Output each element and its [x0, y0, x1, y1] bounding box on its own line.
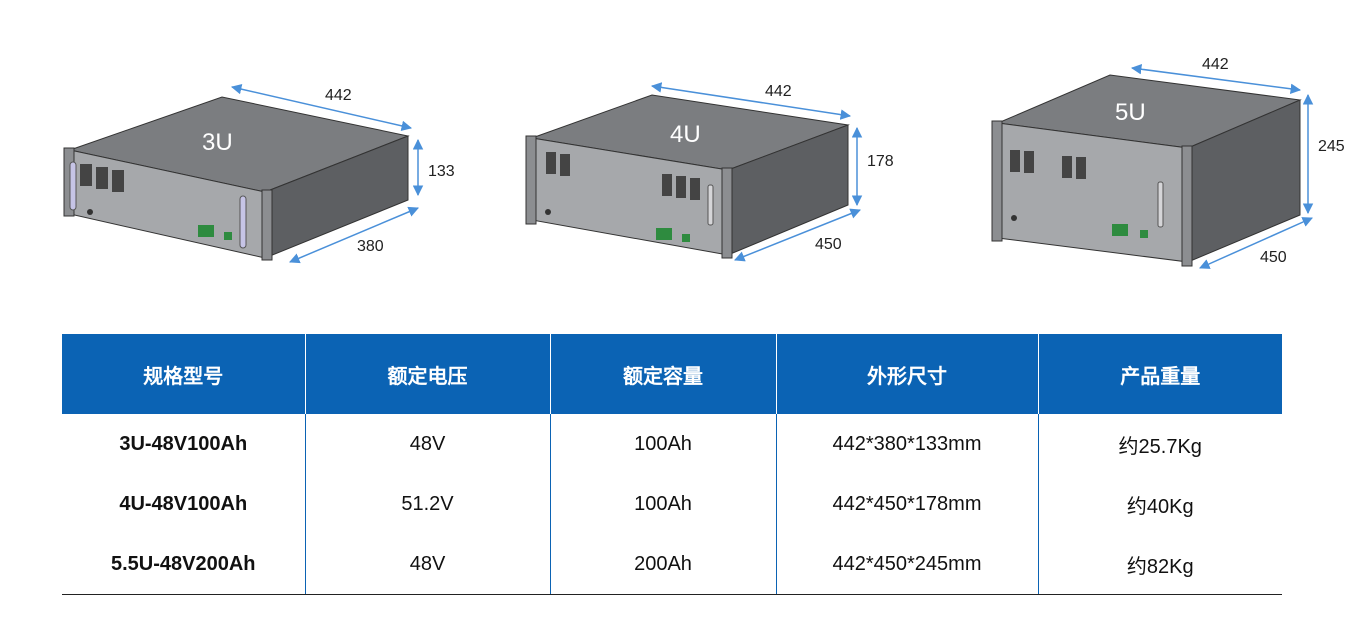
- dimension-height: 245: [1318, 138, 1345, 155]
- table-row: 4U-48V100Ah 51.2V 100Ah 442*450*178mm 约4…: [62, 474, 1282, 534]
- unit-label: 4U: [670, 121, 701, 148]
- battery-5u: 5U 442 245 450: [991, 56, 1345, 269]
- battery-4u: 4U 442 178 450: [525, 82, 894, 262]
- battery-illustration: 3U 442 133 380 4U 442 178 450: [63, 56, 1345, 269]
- cell-voltage: 48V: [304, 414, 550, 474]
- dimension-depth: 450: [1260, 249, 1287, 266]
- battery-3u: 3U 442 133 380: [63, 83, 455, 264]
- cell-dimensions: 442*450*245mm: [775, 534, 1038, 595]
- cell-weight: 约40Kg: [1037, 474, 1282, 534]
- header-voltage: 额定电压: [304, 334, 550, 414]
- dimension-height: 133: [428, 163, 455, 180]
- dimension-width: 442: [325, 87, 352, 104]
- spec-table: 规格型号 额定电压 额定容量 外形尺寸 产品重量 3U-48V100Ah 48V…: [62, 334, 1282, 595]
- dimension-width: 442: [765, 83, 792, 100]
- unit-label: 3U: [202, 129, 233, 156]
- cell-weight: 约25.7Kg: [1037, 414, 1282, 474]
- header-weight: 产品重量: [1037, 334, 1282, 414]
- cell-dimensions: 442*380*133mm: [775, 414, 1038, 474]
- cell-weight: 约82Kg: [1037, 534, 1282, 595]
- cell-voltage: 51.2V: [304, 474, 550, 534]
- table-row: 5.5U-48V200Ah 48V 200Ah 442*450*245mm 约8…: [62, 534, 1282, 595]
- cell-model: 4U-48V100Ah: [119, 492, 248, 515]
- table-header-row: 规格型号 额定电压 额定容量 外形尺寸 产品重量: [62, 334, 1282, 414]
- dimension-depth: 380: [357, 238, 384, 255]
- header-model: 规格型号: [62, 334, 305, 414]
- dimension-width: 442: [1202, 56, 1229, 73]
- unit-label: 5U: [1115, 99, 1146, 126]
- cell-capacity: 100Ah: [549, 474, 776, 534]
- header-capacity: 额定容量: [549, 334, 776, 414]
- cell-model: 3U-48V100Ah: [119, 432, 248, 455]
- cell-capacity: 100Ah: [549, 414, 776, 474]
- table-row: 3U-48V100Ah 48V 100Ah 442*380*133mm 约25.…: [62, 414, 1282, 474]
- dimension-height: 178: [867, 153, 894, 170]
- cell-model: 5.5U-48V200Ah: [62, 534, 305, 595]
- dimension-depth: 450: [815, 236, 842, 253]
- cell-capacity: 200Ah: [549, 534, 776, 595]
- header-dimensions: 外形尺寸: [775, 334, 1038, 414]
- cell-dimensions: 442*450*178mm: [775, 474, 1038, 534]
- cell-voltage: 48V: [304, 534, 550, 595]
